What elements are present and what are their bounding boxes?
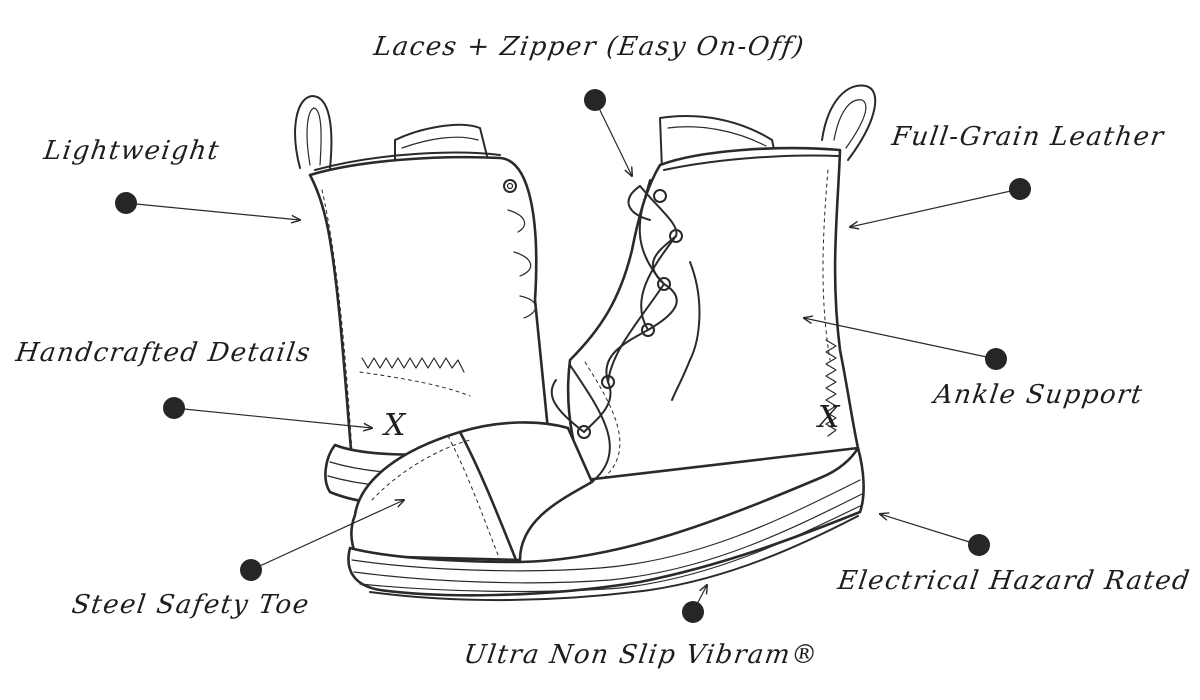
label-full-grain-leather: Full-Grain Leather [889,122,1167,152]
front-boot [347,84,877,602]
label-laces-zipper: Laces + Zipper (Easy On-Off) [371,32,807,62]
callout-dot-laces [584,89,606,111]
leader-laces [594,99,632,176]
back-boot-logo-mark: X [384,408,407,443]
front-boot-pull-tab [821,84,877,161]
label-ankle-support: Ankle Support [931,380,1146,410]
front-boot-sole [347,446,865,597]
callout-dot-ankle [985,348,1007,370]
back-boot-pull-tab [294,95,333,169]
label-electrical-hazard: Electrical Hazard Rated [835,566,1193,596]
leader-lightweight [125,202,300,220]
leader-toe [250,500,404,571]
label-handcrafted-details: Handcrafted Details [13,338,314,368]
label-lightweight: Lightweight [41,136,222,166]
callout-dot-lightweight [115,192,137,214]
leader-handcrafted [173,407,372,428]
callout-dot-leather [1009,178,1031,200]
callout-dot-toe [240,559,262,581]
back-boot-shaft [308,155,550,464]
label-vibram: Ultra Non Slip Vibram® [461,640,821,670]
leader-ankle [804,318,997,360]
front-boot-logo-mark: X [818,400,841,435]
front-boot-shaft [566,146,860,482]
callout-dot-electrical [968,534,990,556]
callout-dot-vibram [682,601,704,623]
leader-leather [850,188,1021,227]
leader-lines [125,99,1021,613]
label-steel-safety-toe: Steel Safety Toe [69,590,312,620]
leader-electrical [880,514,980,546]
callout-dot-handcrafted [163,397,185,419]
